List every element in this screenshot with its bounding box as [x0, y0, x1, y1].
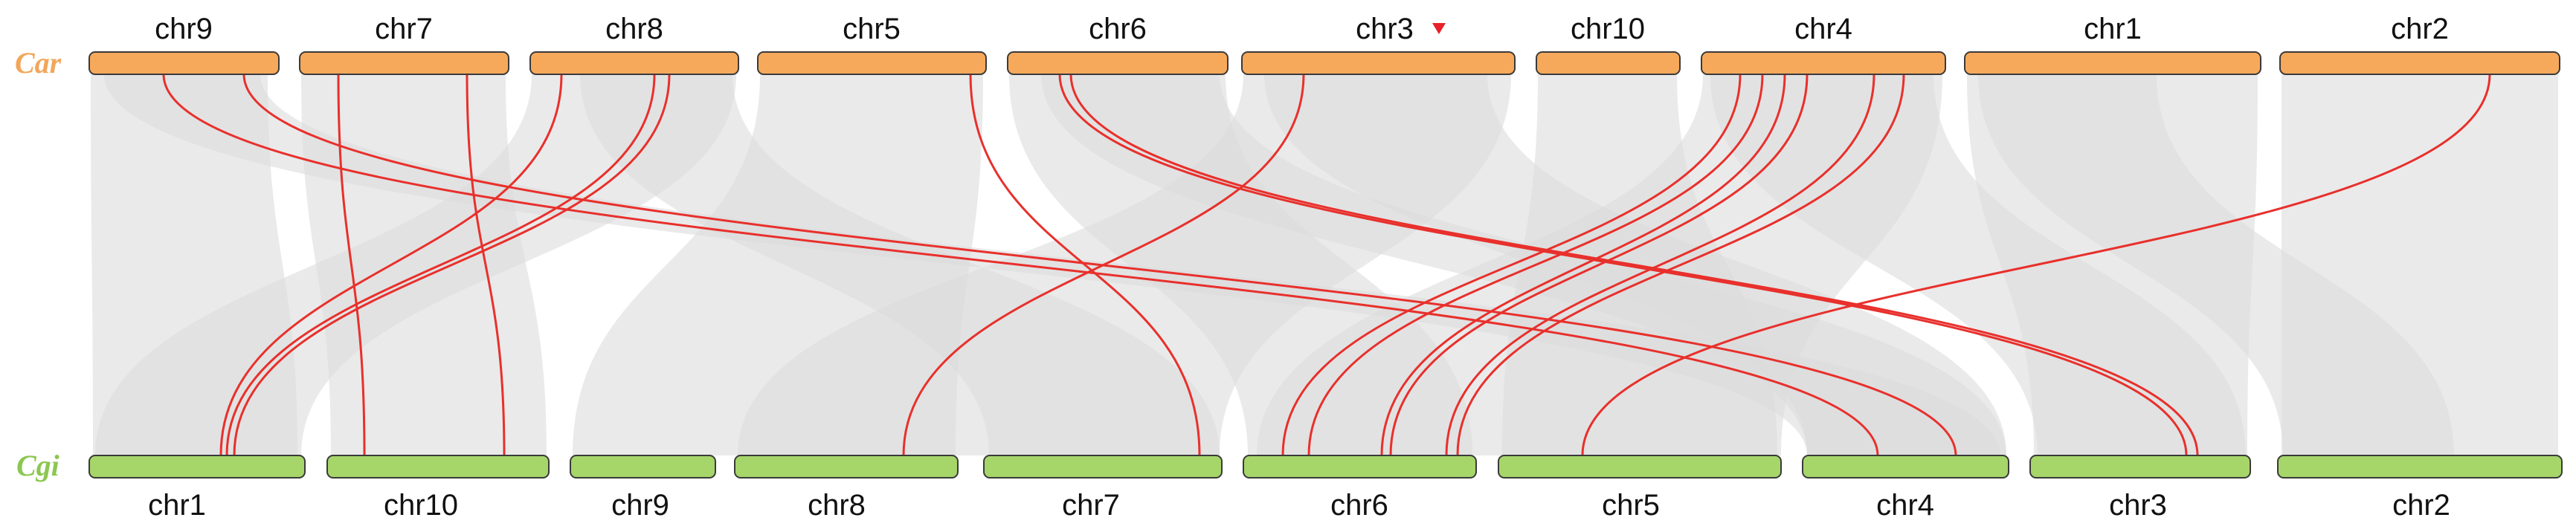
highlighted-link: [233, 74, 671, 456]
highlighted-link: [1389, 74, 1809, 456]
highlighted-link: [1380, 74, 1786, 456]
bottom-chr-chr8-bar: [734, 455, 959, 479]
bottom-genome-chromosomes: [88, 455, 2563, 479]
bottom-chr-chr6-bar: [1243, 455, 1477, 479]
highlighted-synteny-links: [162, 74, 2491, 456]
bottom-chr-chr3-bar: [2029, 455, 2251, 479]
bottom-chr-label: chr7: [1062, 489, 1120, 522]
bottom-chr-label: chr9: [611, 489, 669, 522]
highlighted-link: [162, 74, 1879, 456]
bottom-chr-chr7-bar: [983, 455, 1223, 479]
top-chr-label: chr1: [2084, 13, 2142, 45]
highlighted-link: [1307, 74, 1764, 456]
bottom-chr-chr2-bar: [2277, 455, 2563, 479]
top-chr-label: chr4: [1794, 13, 1852, 45]
bottom-chr-label: chr10: [384, 489, 458, 522]
bottom-chr-label: chr2: [2392, 489, 2450, 522]
top-chr-chr7-bar: [299, 51, 509, 75]
top-chr-label: chr8: [605, 13, 663, 45]
top-chr-label: chr3: [1356, 13, 1414, 45]
top-genome-chromosomes: [88, 51, 2560, 75]
bottom-chr-label: chr8: [808, 489, 866, 522]
top-chr-chr5-bar: [757, 51, 987, 75]
synteny-ribbon: [95, 74, 736, 455]
highlighted-link: [1058, 74, 2188, 456]
top-chr-label: chr10: [1571, 13, 1645, 45]
highlighted-link: [1069, 74, 2199, 456]
bottom-chr-chr9-bar: [570, 455, 716, 479]
bottom-chr-label: chr1: [148, 489, 206, 522]
highlighted-link: [225, 74, 656, 456]
highlighted-link: [466, 74, 506, 456]
synteny-ribbon: [580, 74, 1220, 455]
top-chr-chr10-bar: [1536, 51, 1681, 75]
top-chr-chr1-bar: [1964, 51, 2261, 75]
top-chr-label: chr5: [843, 13, 901, 45]
highlighted-link: [969, 74, 1201, 456]
highlighted-link: [219, 74, 563, 456]
top-chromosome-labels: chr9 chr7 chr8 chr5 chr6 chr3 chr10 chr4…: [155, 13, 2449, 45]
top-chr-chr6-bar: [1007, 51, 1229, 75]
highlighted-link: [242, 74, 1957, 456]
highlighted-link: [1581, 74, 2491, 456]
top-chr-chr9-bar: [88, 51, 280, 75]
top-chr-chr3-bar: [1241, 51, 1516, 75]
synteny-ribbon: [1978, 74, 2454, 455]
top-chr-label: chr9: [155, 13, 213, 45]
top-chr-chr8-bar: [529, 51, 739, 75]
bottom-chr-label: chr6: [1330, 489, 1388, 522]
synteny-ribbon: [1710, 74, 2246, 455]
highlighted-link: [1445, 74, 1875, 456]
bottom-chr-label: chr5: [1602, 489, 1660, 522]
bottom-chr-chr4-bar: [1802, 455, 2009, 479]
top-chr-chr2-bar: [2279, 51, 2560, 75]
highlighted-link: [1281, 74, 1742, 456]
bottom-genome-label: Cgi: [16, 449, 59, 482]
highlighted-link: [337, 74, 366, 456]
bottom-chr-chr5-bar: [1498, 455, 1782, 479]
top-genome-label: Car: [15, 46, 62, 80]
triangle-down-icon: [1432, 23, 1446, 34]
top-chr-label: chr6: [1089, 13, 1147, 45]
bottom-chromosome-labels: chr1 chr10 chr9 chr8 chr7 chr6 chr5 chr4…: [148, 489, 2450, 522]
bottom-chr-label: chr3: [2109, 489, 2167, 522]
bottom-chr-chr1-bar: [88, 455, 306, 479]
synteny-ribbon: [104, 74, 2000, 455]
highlighted-link: [902, 74, 1305, 456]
top-chr-chr4-bar: [1701, 51, 1946, 75]
bottom-chr-label: chr4: [1876, 489, 1934, 522]
top-chr-label: chr7: [375, 13, 433, 45]
top-chr-label: chr2: [2391, 13, 2449, 45]
highlighted-link: [1456, 74, 1905, 456]
bottom-chr-chr10-bar: [326, 455, 550, 479]
